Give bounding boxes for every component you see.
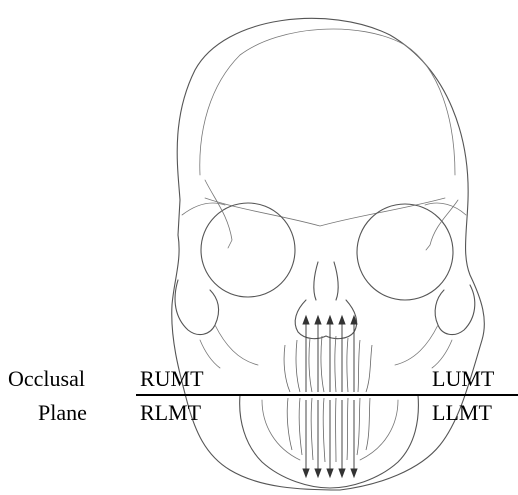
occlusal-plane-label-line1: Occlusal — [8, 366, 85, 391]
upper-molar-axis-arrows — [303, 316, 357, 392]
right-maxilla — [200, 325, 258, 368]
lumt-label: LUMT — [432, 366, 495, 391]
cranium-inner-line — [200, 29, 455, 175]
temporal-line-left — [425, 203, 466, 215]
nasal-bones — [314, 262, 338, 300]
left-zygoma — [435, 285, 475, 335]
right-orbit — [201, 203, 295, 297]
left-orbit-fissure — [426, 200, 458, 250]
llmt-label: LLMT — [432, 400, 492, 425]
brow-ridge — [205, 198, 445, 226]
rumt-label: RUMT — [140, 366, 204, 391]
lower-teeth — [287, 398, 370, 462]
right-zygoma — [175, 280, 219, 335]
left-orbit — [357, 204, 453, 300]
occlusal-plane-label-line2: Plane — [38, 400, 87, 425]
rlmt-label: RLMT — [140, 400, 202, 425]
upper-teeth — [284, 336, 372, 392]
